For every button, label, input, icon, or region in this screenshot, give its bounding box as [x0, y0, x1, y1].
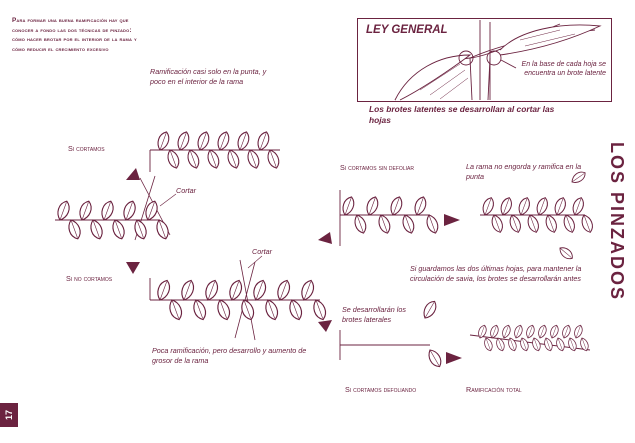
leaf: [376, 213, 392, 234]
leaf: [239, 298, 256, 321]
leaf: [225, 148, 241, 169]
leaf: [508, 213, 523, 234]
leaf: [561, 324, 572, 339]
leaf: [517, 196, 532, 217]
leaf: [501, 324, 512, 339]
leaf: [555, 337, 566, 352]
leaf: [245, 148, 261, 169]
leaf: [77, 199, 94, 221]
leaf: [287, 298, 304, 321]
leaf: [537, 324, 548, 339]
leaf: [143, 199, 160, 221]
leaf: [155, 279, 172, 302]
leaf-top: [421, 299, 439, 321]
leaf: [227, 279, 244, 302]
leaf: [531, 337, 542, 352]
leaf: [121, 199, 138, 221]
leaf: [66, 218, 83, 240]
leaf: [388, 195, 404, 216]
leaf: [549, 324, 560, 339]
leaves: [55, 130, 595, 369]
leaf: [481, 196, 496, 217]
leaf: [311, 298, 328, 321]
leaf: [255, 130, 271, 151]
arrows: [126, 168, 462, 364]
leaf: [543, 337, 554, 352]
leaf: [544, 213, 559, 234]
leaf: [573, 324, 584, 339]
leaf: [165, 148, 181, 169]
leaf: [154, 218, 171, 240]
leaf: [167, 298, 184, 321]
leaf: [483, 337, 494, 352]
leaf: [553, 196, 568, 217]
leaf: [412, 195, 428, 216]
leaf: [557, 245, 575, 262]
leaf: [275, 279, 292, 302]
arrow-down-left: [126, 262, 140, 274]
leaf: [88, 218, 105, 240]
leaf: [191, 298, 208, 321]
leaf: [215, 298, 232, 321]
ley-general-drawing: [395, 20, 600, 100]
arrow-up-left: [126, 168, 140, 180]
arrow-right-2: [446, 352, 462, 364]
leaf: [235, 130, 251, 151]
leaf: [185, 148, 201, 169]
leaf: [352, 213, 368, 234]
leaf: [155, 130, 171, 151]
leaf: [519, 337, 530, 352]
leaf-bottom: [426, 348, 444, 370]
leaf: [570, 169, 588, 185]
leaf: [499, 196, 514, 217]
leaf: [110, 218, 127, 240]
arrow-up-right: [318, 232, 332, 244]
leaf: [490, 213, 505, 234]
leaf: [489, 324, 500, 339]
leaf: [513, 324, 524, 339]
leaf: [265, 148, 281, 169]
leaf: [179, 279, 196, 302]
leaf: [525, 324, 536, 339]
leaf: [299, 279, 316, 302]
leaf: [263, 298, 280, 321]
arrow-right-1: [444, 214, 460, 226]
leaf: [567, 337, 578, 352]
leaf: [175, 130, 191, 151]
leaf: [251, 279, 268, 302]
leaf: [340, 195, 356, 216]
leaf: [526, 213, 541, 234]
leaf: [424, 213, 440, 234]
leaf: [132, 218, 149, 240]
leaf: [580, 213, 595, 234]
leaf: [400, 213, 416, 234]
leaf: [215, 130, 231, 151]
leaf: [364, 195, 380, 216]
leaf: [55, 199, 72, 221]
leaf: [535, 196, 550, 217]
leaf: [195, 130, 211, 151]
leaf: [203, 279, 220, 302]
leaf: [571, 196, 586, 217]
leaf: [507, 337, 518, 352]
arrow-down-right: [318, 320, 332, 332]
leaf: [562, 213, 577, 234]
leaf: [205, 148, 221, 169]
leaf: [99, 199, 116, 221]
